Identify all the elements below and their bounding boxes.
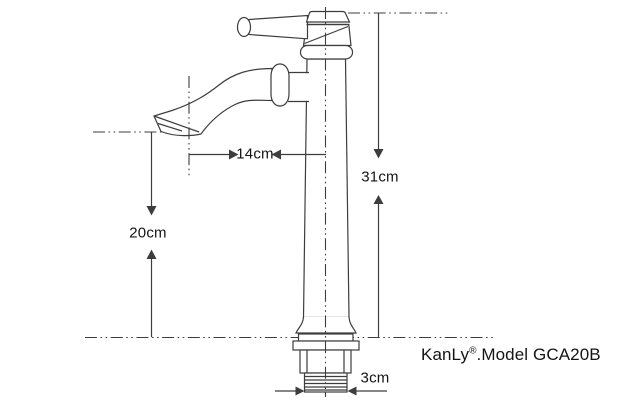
model-number: .Model GCA20B xyxy=(476,345,601,364)
dimension-lines xyxy=(146,13,387,396)
faucet-neck-seam xyxy=(304,25,349,45)
spout-outlet-bevel-line xyxy=(153,115,200,133)
arrow-right-icon xyxy=(295,386,305,396)
arrow-left-icon xyxy=(347,386,357,396)
dimension-label-spout-reach: 14cm xyxy=(236,145,274,163)
dimension-line-20cm xyxy=(146,132,157,337)
arrow-up-icon xyxy=(373,195,384,204)
spout-outlet-lip-line xyxy=(157,122,183,132)
faucet-outline xyxy=(153,10,360,393)
dimension-label-overall-height: 31cm xyxy=(361,168,399,186)
faucet-spout-pipe xyxy=(153,67,273,137)
centerlines xyxy=(188,7,327,397)
faucet-top-cap xyxy=(305,10,351,23)
arrow-right-icon xyxy=(229,149,239,160)
faucet-body-column xyxy=(302,58,350,319)
brand-model-label: KanLy®.Model GCA20B xyxy=(421,345,601,365)
dimension-line-3cm xyxy=(275,386,387,396)
faucet-handle-lever xyxy=(248,14,309,40)
arrow-left-icon xyxy=(271,149,281,160)
faucet-collar-ring xyxy=(299,44,354,60)
dimension-line-14cm xyxy=(189,149,326,160)
dimension-label-thread-diameter: 3cm xyxy=(360,369,390,387)
arrow-down-icon xyxy=(146,206,157,216)
faucet-handle-knob xyxy=(236,16,252,38)
arrow-down-icon xyxy=(373,149,384,159)
registered-trademark-icon: ® xyxy=(469,345,477,357)
spout-tube-fill xyxy=(288,73,309,101)
arrow-up-icon xyxy=(146,249,157,259)
dimension-label-spout-height: 20cm xyxy=(129,224,167,242)
brand-name: KanLy xyxy=(421,345,470,364)
spout-joint-collar xyxy=(270,63,290,107)
dimension-line-31cm xyxy=(373,13,384,337)
reference-lines xyxy=(85,12,493,339)
